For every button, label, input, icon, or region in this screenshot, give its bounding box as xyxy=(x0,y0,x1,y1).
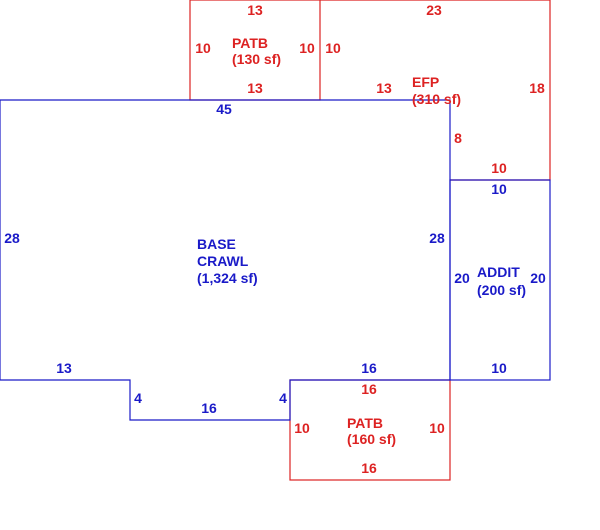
dim-addit-bottom: 10 xyxy=(491,360,507,376)
patb-top-name: PATB xyxy=(232,35,268,51)
dim-base-top: 45 xyxy=(216,101,232,117)
patb-top-size: (130 sf) xyxy=(232,51,281,67)
dim-patb-top-left: 10 xyxy=(195,40,211,56)
dim-base-step-left: 4 xyxy=(134,390,142,406)
dim-patb-top-right: 10 xyxy=(299,40,315,56)
dim-patb-bottom-left: 10 xyxy=(294,420,310,436)
addit-name: ADDIT xyxy=(477,264,520,280)
dim-base-step-right: 4 xyxy=(279,390,287,406)
base-size: (1,324 sf) xyxy=(197,270,258,286)
dim-efp-bottom: 10 xyxy=(491,160,507,176)
addit-size: (200 sf) xyxy=(477,282,526,298)
efp-name: EFP xyxy=(412,74,439,90)
dim-addit-left: 20 xyxy=(454,270,470,286)
dim-addit-right: 20 xyxy=(530,270,546,286)
dim-patb-bottom-top: 16 xyxy=(361,381,377,397)
base-name-line2: CRAWL xyxy=(197,253,249,269)
dim-addit-top: 10 xyxy=(491,181,507,197)
dim-efp-left: 10 xyxy=(325,40,341,56)
dim-base-bottom-mid: 16 xyxy=(201,400,217,416)
patb-bottom-size: (160 sf) xyxy=(347,431,396,447)
dim-base-bottom-right: 16 xyxy=(361,360,377,376)
base-name-line1: BASE xyxy=(197,236,236,252)
efp-outline xyxy=(320,0,551,181)
dim-patb-top-top: 13 xyxy=(247,2,263,18)
patb-bottom-name: PATB xyxy=(347,415,383,431)
addit-outline xyxy=(449,179,551,381)
dim-efp-right: 18 xyxy=(529,80,545,96)
dim-patb-bottom-right: 10 xyxy=(429,420,445,436)
dim-patb-top-bottom: 13 xyxy=(247,80,263,96)
dim-efp-bottom-left: 13 xyxy=(376,80,392,96)
dim-base-bottom-left: 13 xyxy=(56,360,72,376)
dim-efp-top: 23 xyxy=(426,2,442,18)
dim-base-left: 28 xyxy=(4,230,20,246)
dim-patb-bottom-bottom: 16 xyxy=(361,460,377,476)
dim-base-right: 28 xyxy=(429,230,445,246)
efp-size: (310 sf) xyxy=(412,91,461,107)
dim-efp-inner-vertical: 8 xyxy=(454,130,462,146)
